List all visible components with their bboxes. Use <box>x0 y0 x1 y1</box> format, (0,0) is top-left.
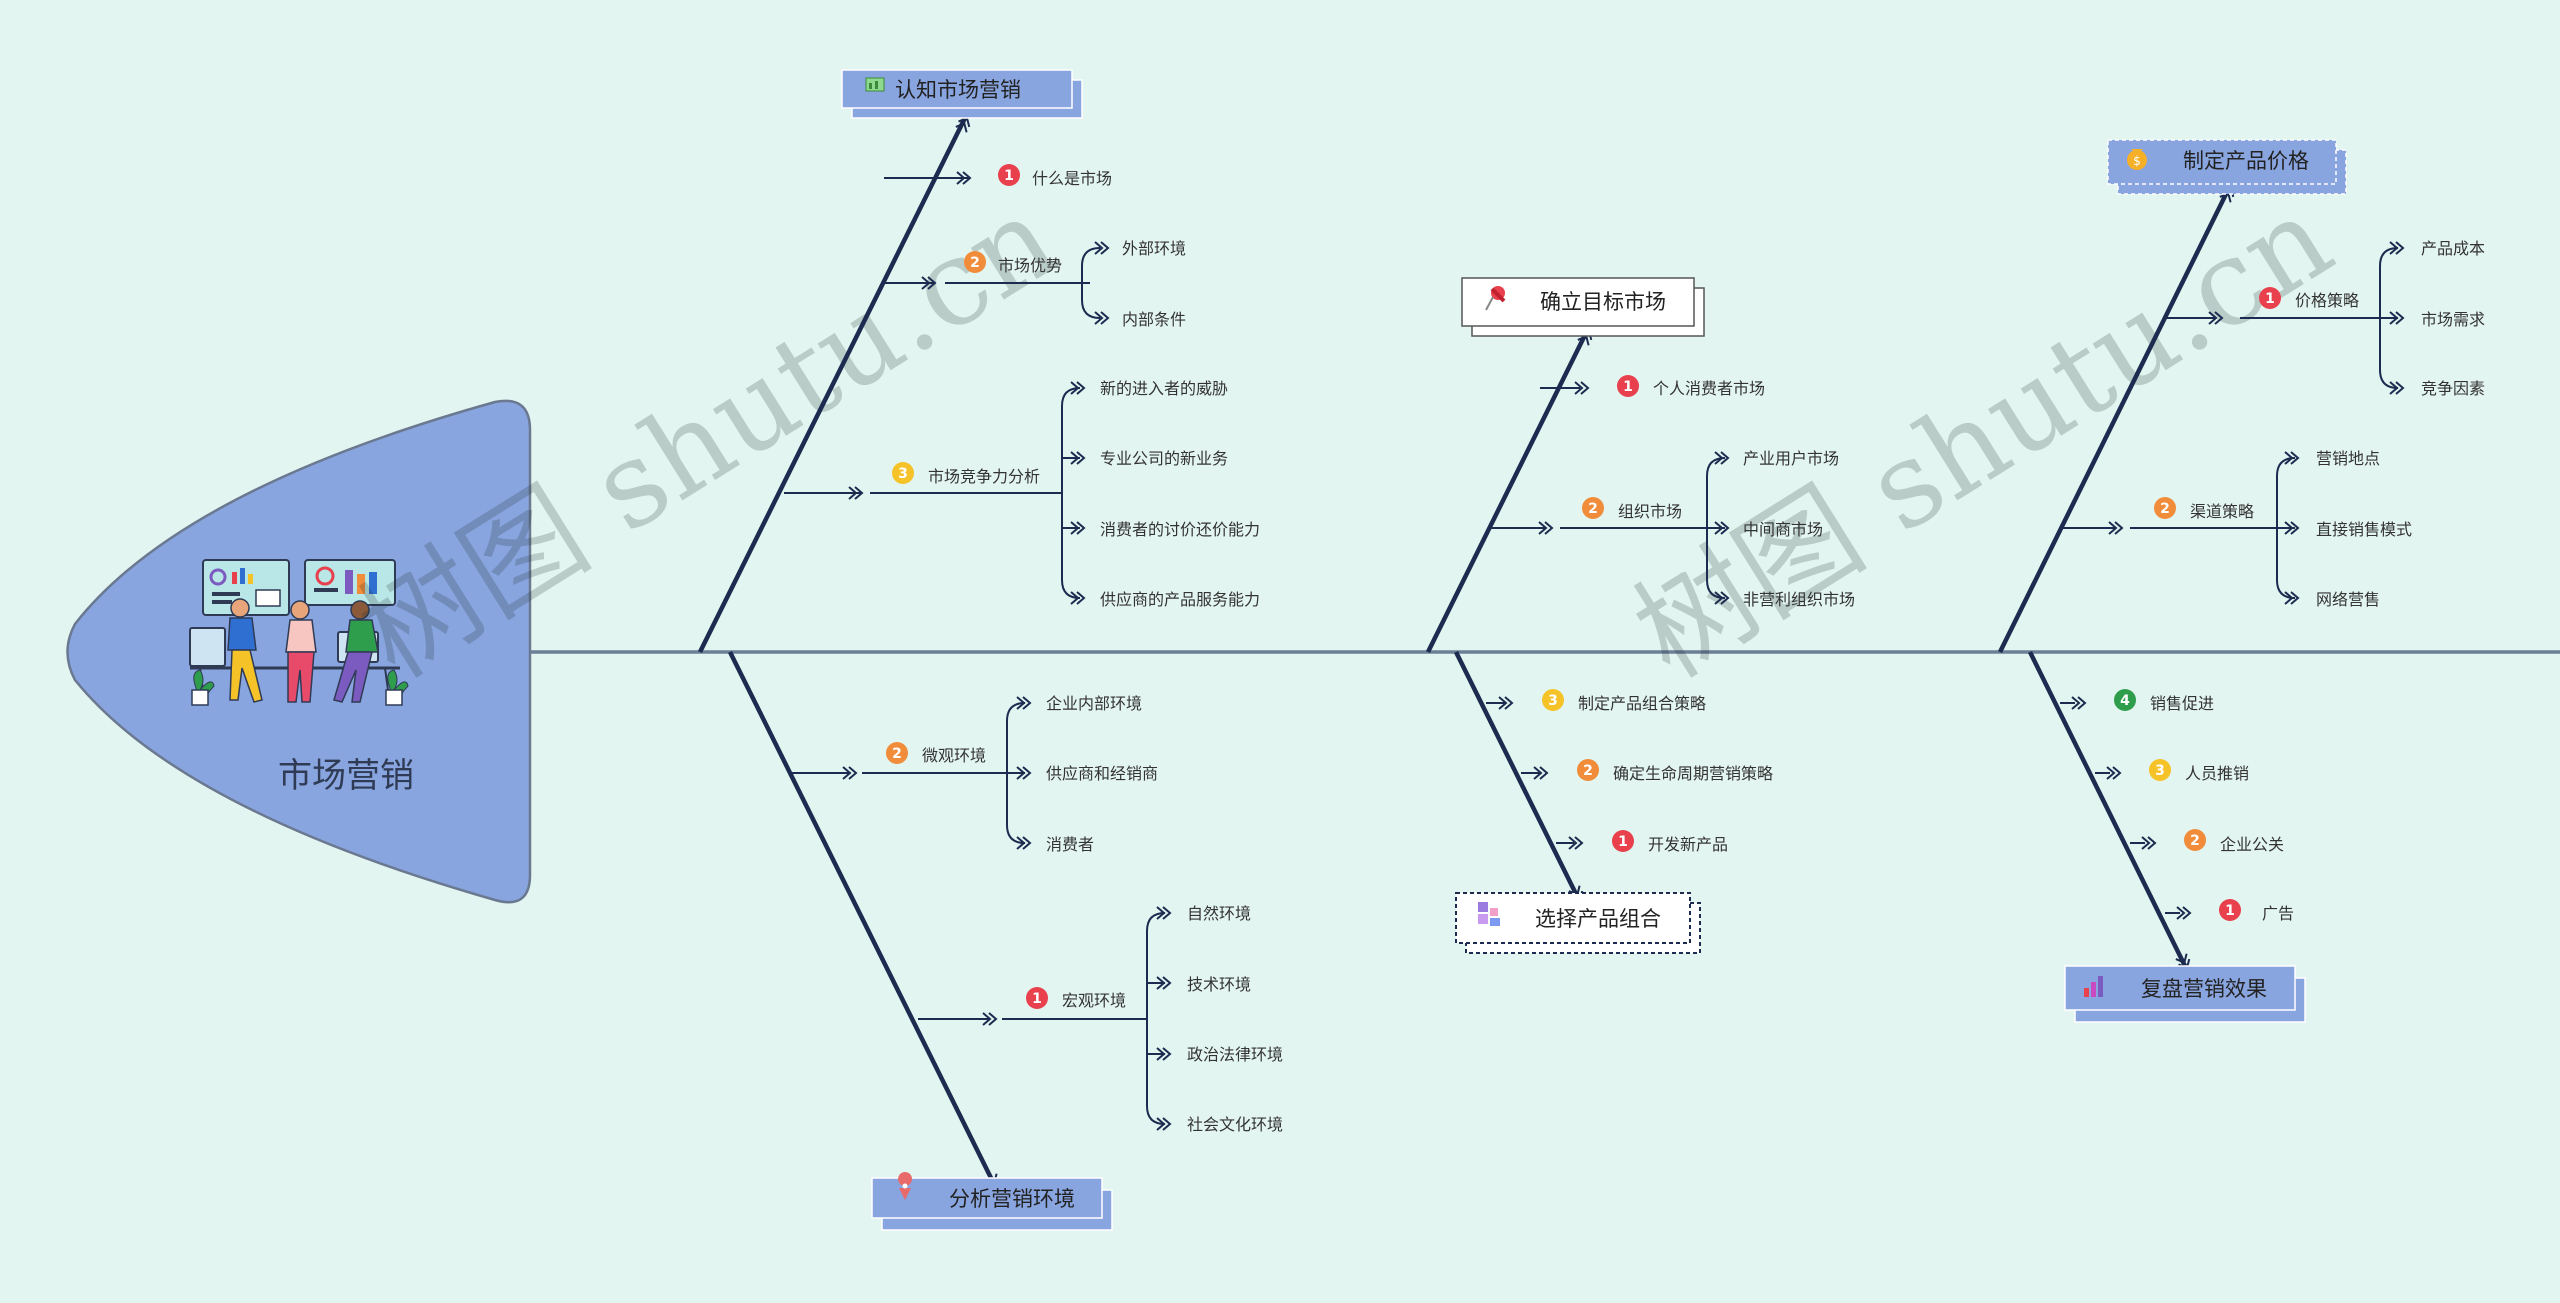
node-personal-consumer-market[interactable]: 个人消费者市场 <box>1653 379 1765 398</box>
node-organization-market[interactable]: 组织市场 <box>1618 502 1682 521</box>
node-intermediary-market[interactable]: 中间商市场 <box>1743 520 1823 539</box>
node-natural-environment[interactable]: 自然环境 <box>1187 904 1251 923</box>
node-market-advantage[interactable]: 市场优势 <box>998 256 1062 275</box>
category-4-box[interactable]: 选择产品组合 <box>1455 892 1701 954</box>
node-buyer-bargaining[interactable]: 消费者的讨价还价能力 <box>1100 520 1260 539</box>
node-internal-environment[interactable]: 企业内部环境 <box>1046 694 1142 713</box>
node-market-competitiveness[interactable]: 市场竞争力分析 <box>928 467 1040 486</box>
node-lifecycle-strategy[interactable]: 确定生命周期营销策略 <box>1613 764 1773 783</box>
badge-1 <box>1617 375 1639 397</box>
node-sales-location[interactable]: 营销地点 <box>2316 449 2380 468</box>
team-meeting-illustration <box>189 559 409 706</box>
category-1-box[interactable]: 认知市场营销 <box>841 69 1083 119</box>
badge-3 <box>2149 759 2171 781</box>
category-6-branch: 4 销售促进 3 人员推销 2 企业公关 1 广告 <box>2027 651 2294 972</box>
node-channel-strategy[interactable]: 渠道策略 <box>2190 502 2254 521</box>
node-internal-conditions[interactable]: 内部条件 <box>1122 310 1186 329</box>
category-4-branch: 3 制定产品组合策略 2 确定生命周期营销策略 1 开发新产品 <box>1453 651 1773 904</box>
node-macro-environment[interactable]: 宏观环境 <box>1062 991 1126 1010</box>
node-public-relations[interactable]: 企业公关 <box>2220 835 2284 854</box>
category-2-box[interactable]: 分析营销环境 <box>871 1172 1113 1231</box>
node-personal-selling[interactable]: 人员推销 <box>2185 764 2249 783</box>
badge-number: 2 <box>2160 501 2170 517</box>
category-3-branch: 1 个人消费者市场 2 组织市场 产业用户市场 中间商市场 非营利组织市场 <box>1425 327 1855 653</box>
badge-number: 1 <box>1032 991 1042 1007</box>
badge-2 <box>2184 829 2206 851</box>
badge-number: 1 <box>1004 168 1014 184</box>
node-new-business[interactable]: 专业公司的新业务 <box>1100 449 1228 468</box>
node-suppliers-dealers[interactable]: 供应商和经销商 <box>1046 764 1158 783</box>
category-5-branch: 1 价格策略 产品成本 市场需求 竞争因素 2 渠道策略 营销地点 直接销售模式… <box>1997 184 2485 653</box>
badge-number: 2 <box>1588 501 1598 517</box>
blocks-icon <box>1478 902 1500 926</box>
root-label: 市场营销 <box>278 756 414 796</box>
category-3-box[interactable]: 确立目标市场 <box>1461 277 1705 337</box>
node-new-entrants-threat[interactable]: 新的进入者的威胁 <box>1100 379 1228 398</box>
category-4-label: 选择产品组合 <box>1535 907 1661 931</box>
node-online-sales[interactable]: 网络营售 <box>2316 590 2380 609</box>
node-political-legal-environment[interactable]: 政治法律环境 <box>1187 1045 1283 1064</box>
node-market-demand[interactable]: 市场需求 <box>2421 310 2485 329</box>
badge-2 <box>1582 497 1604 519</box>
category-1-branch: 1 什么是市场 2 市场优势 外部环境 内部条件 3 市场竞争力分析 新的进入者… <box>697 114 1260 654</box>
badge-1 <box>1612 830 1634 852</box>
category-6-label: 复盘营销效果 <box>2141 977 2267 1001</box>
category-6-box[interactable]: 复盘营销效果 <box>2064 965 2306 1023</box>
node-supplier-capacity[interactable]: 供应商的产品服务能力 <box>1100 590 1260 609</box>
node-advertising[interactable]: 广告 <box>2262 904 2294 923</box>
badge-number: 2 <box>892 746 902 762</box>
badge-2 <box>2154 497 2176 519</box>
node-new-product-development[interactable]: 开发新产品 <box>1648 835 1728 854</box>
badge-1 <box>2219 899 2241 921</box>
badge-3 <box>1542 689 1564 711</box>
node-consumers[interactable]: 消费者 <box>1046 835 1094 854</box>
badge-1 <box>1026 987 1048 1009</box>
money-bag-icon: $ <box>2127 149 2147 170</box>
bar-chart-icon <box>2084 976 2103 997</box>
badge-number: 3 <box>898 466 908 482</box>
chart-icon <box>865 77 885 92</box>
badge-2 <box>886 742 908 764</box>
badge-number: 3 <box>2155 763 2165 779</box>
badge-1 <box>2259 287 2281 309</box>
node-nonprofit-market[interactable]: 非营利组织市场 <box>1743 590 1855 609</box>
badge-number: 1 <box>1623 379 1633 395</box>
category-1-label: 认知市场营销 <box>895 78 1021 102</box>
node-technology-environment[interactable]: 技术环境 <box>1187 975 1251 994</box>
location-pin-icon <box>898 1172 913 1200</box>
node-product-cost[interactable]: 产品成本 <box>2421 239 2485 258</box>
pushpin-icon <box>1485 286 1506 311</box>
badge-2 <box>964 251 986 273</box>
node-direct-sales-model[interactable]: 直接销售模式 <box>2316 520 2412 539</box>
badge-3 <box>892 462 914 484</box>
node-competition-factors[interactable]: 竞争因素 <box>2421 379 2485 398</box>
badge-number: 3 <box>1548 693 1558 709</box>
node-external-environment[interactable]: 外部环境 <box>1122 239 1186 258</box>
badge-number: 2 <box>2190 833 2200 849</box>
node-what-is-market[interactable]: 什么是市场 <box>1032 169 1112 188</box>
category-3-label: 确立目标市场 <box>1540 290 1666 314</box>
badge-number: 4 <box>2120 693 2130 709</box>
category-5-box[interactable]: $ 制定产品价格 <box>2107 139 2347 195</box>
node-pricing-strategy[interactable]: 价格策略 <box>2295 291 2359 310</box>
badge-1 <box>998 164 1020 186</box>
badge-2 <box>1577 759 1599 781</box>
node-industrial-user-market[interactable]: 产业用户市场 <box>1743 449 1839 468</box>
category-2-label: 分析营销环境 <box>949 1187 1075 1211</box>
node-product-mix-strategy[interactable]: 制定产品组合策略 <box>1578 694 1706 713</box>
badge-number: 1 <box>2225 903 2235 919</box>
category-5-label: 制定产品价格 <box>2183 149 2309 173</box>
svg-text:$: $ <box>2133 154 2141 168</box>
badge-4 <box>2114 689 2136 711</box>
category-2-branch: 2 微观环境 企业内部环境 供应商和经销商 消费者 1 宏观环境 自然环境 技术… <box>727 650 1283 1192</box>
node-sales-promotion[interactable]: 销售促进 <box>2150 694 2214 713</box>
badge-number: 2 <box>1583 763 1593 779</box>
watermark-2: 树图 shutu.cn <box>1612 169 2354 704</box>
node-social-cultural-environment[interactable]: 社会文化环境 <box>1187 1115 1283 1134</box>
badge-number: 1 <box>2265 291 2275 307</box>
badge-number: 1 <box>1618 834 1628 850</box>
node-micro-environment[interactable]: 微观环境 <box>922 746 986 765</box>
badge-number: 2 <box>970 255 980 271</box>
